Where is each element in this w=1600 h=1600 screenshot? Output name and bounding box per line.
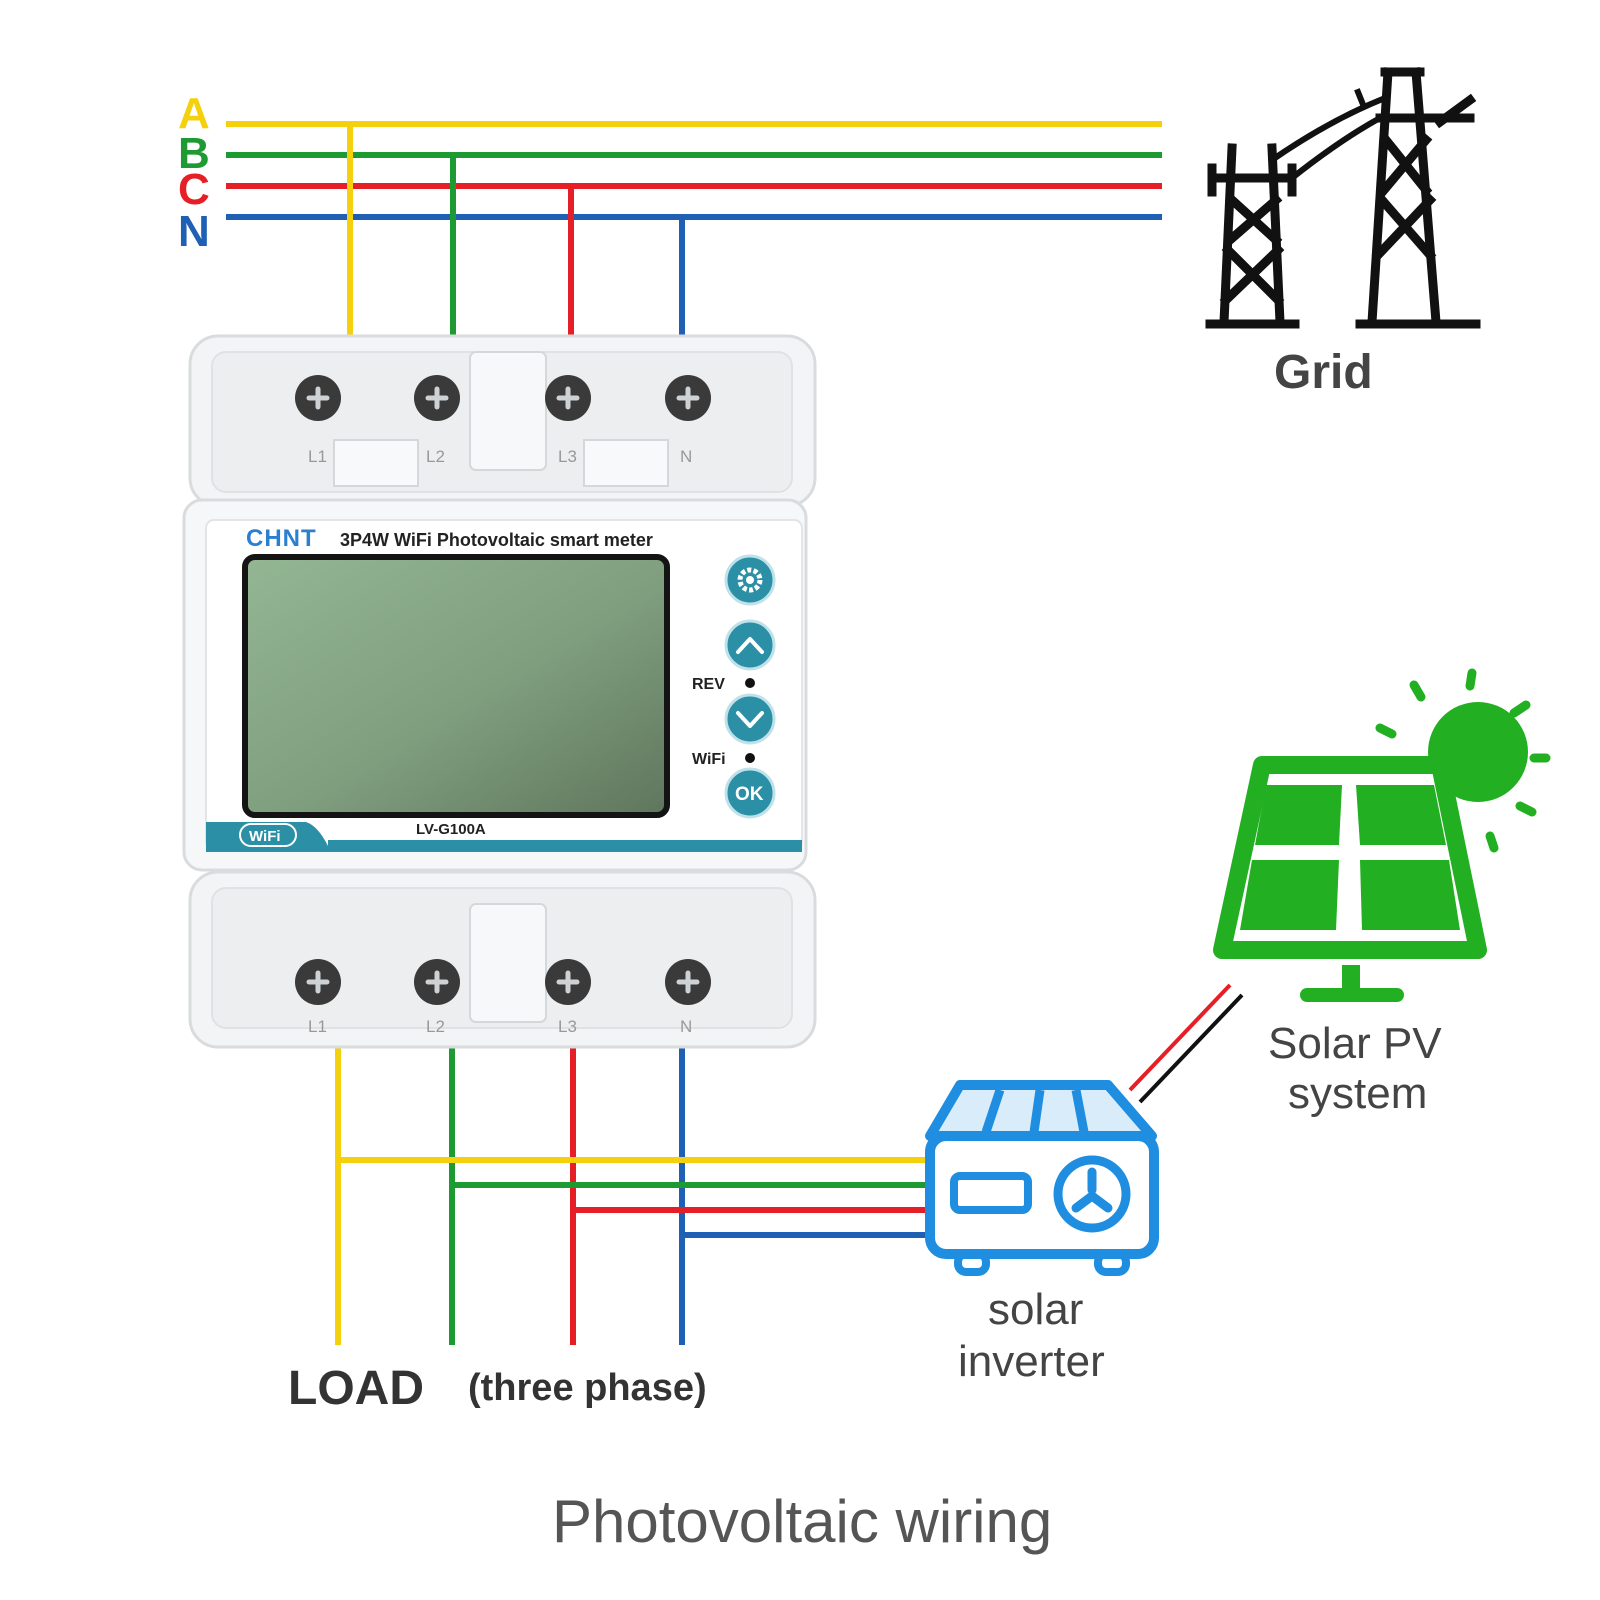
meter-top-slot-1: [333, 439, 419, 487]
chevron-up-icon: [736, 637, 764, 654]
solar-panel-icon: [1213, 668, 1551, 1002]
ok-button-label: OK: [735, 784, 764, 805]
wifi-badge: [239, 823, 297, 847]
ok-button[interactable]: OK: [724, 767, 776, 819]
bottom-terminal-l3: L3: [558, 1017, 577, 1036]
top-terminal-l3: L3: [558, 447, 577, 466]
load-lines: [335, 1045, 930, 1345]
inverter-label-line2: inverter: [958, 1337, 1105, 1386]
up-button[interactable]: [724, 619, 776, 671]
meter-stripe-line: [328, 840, 802, 846]
sun-icon: [1375, 668, 1551, 853]
brand-logo: CHNT: [246, 525, 317, 552]
wifi-badge-text: WiFi: [249, 828, 281, 845]
grid-bus-lines: [226, 121, 1162, 336]
bus-letters: A B C N: [178, 89, 210, 256]
rev-label: REV: [692, 676, 725, 693]
transmission-tower-icon: [1205, 67, 1481, 329]
top-terminal-l1: L1: [308, 447, 327, 466]
fan-icon: [1053, 1155, 1131, 1233]
inverter-label-line1: solar: [988, 1285, 1083, 1334]
lcd-screen: [242, 554, 670, 818]
bottom-terminal-l2: L2: [426, 1017, 445, 1036]
inverter-icon: [925, 1080, 1159, 1276]
bus-letter-b: B: [178, 129, 210, 178]
solar-pv-label-line2: system: [1288, 1069, 1427, 1118]
bottom-screws: [295, 959, 711, 1005]
top-terminal-l2: L2: [426, 447, 445, 466]
wifi-label: WiFi: [692, 751, 726, 768]
gear-icon: [737, 567, 763, 593]
meter-top-slot-2: [583, 439, 669, 487]
grid-label: Grid: [1274, 346, 1373, 399]
bus-letter-a: A: [178, 89, 210, 138]
smart-meter: L1 L2 L3 N CHNT 3P4W WiFi Photovoltaic s…: [182, 334, 817, 1049]
top-screws: [295, 375, 711, 421]
settings-button[interactable]: [724, 554, 776, 606]
bottom-terminal-n: N: [680, 1017, 692, 1036]
meter-bottom-clip: [469, 903, 547, 1023]
top-terminal-n: N: [680, 447, 692, 466]
load-sublabel: (three phase): [468, 1367, 707, 1409]
wifi-indicator: [745, 753, 755, 763]
solar-pv-label-line1: Solar PV: [1268, 1019, 1442, 1068]
meter-title: 3P4W WiFi Photovoltaic smart meter: [340, 530, 653, 550]
model-number: LV-G100A: [416, 821, 486, 838]
load-label: LOAD: [288, 1362, 424, 1415]
diagram-caption: Photovoltaic wiring: [552, 1488, 1052, 1555]
bus-letter-n: N: [178, 207, 210, 256]
bus-letter-c: C: [178, 165, 210, 214]
down-button[interactable]: [724, 693, 776, 745]
bottom-terminal-l1: L1: [308, 1017, 327, 1036]
rev-indicator: [745, 678, 755, 688]
chevron-down-icon: [736, 711, 764, 728]
pv-dc-cables: [1128, 983, 1244, 1104]
meter-top-clip: [469, 351, 547, 471]
